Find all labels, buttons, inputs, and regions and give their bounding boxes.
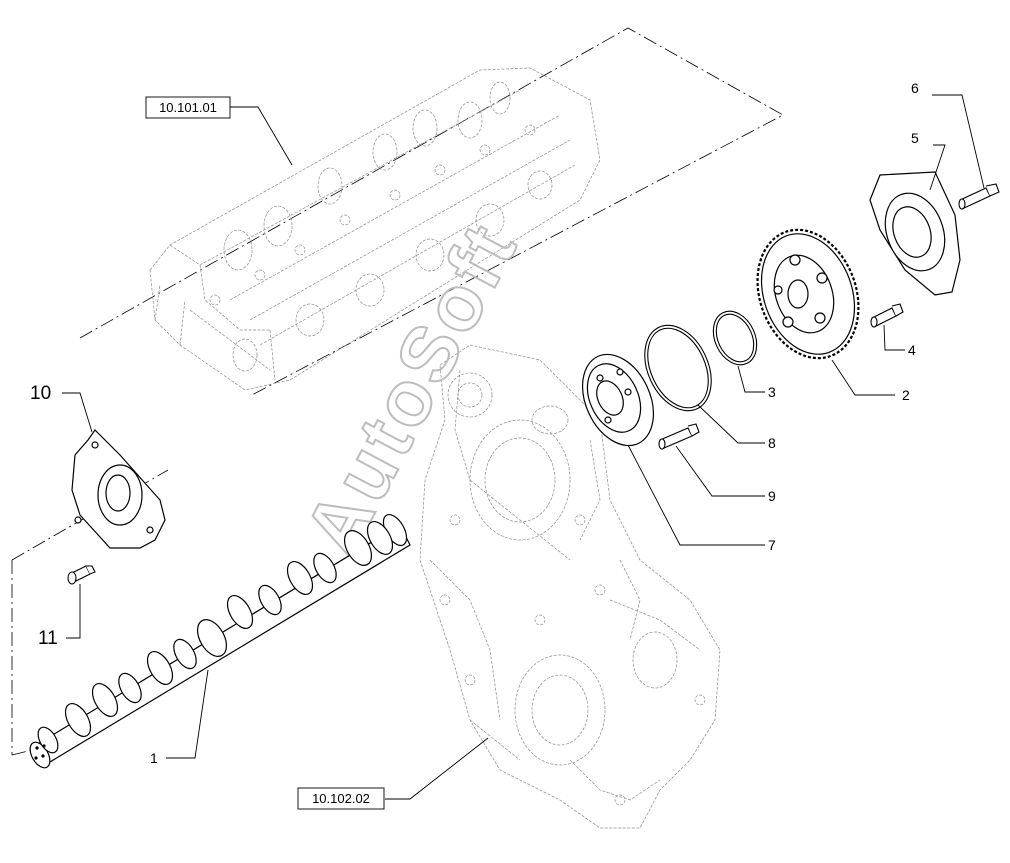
reference-box-cylinder-head[interactable]: 10.101.01 <box>145 96 231 119</box>
bolt-9 <box>658 423 700 450</box>
leader-9 <box>675 445 765 497</box>
leader-3 <box>737 365 765 393</box>
leader-11 <box>66 584 81 639</box>
oring-8 <box>644 324 712 412</box>
leader-ref-housing <box>385 737 489 800</box>
cover-plate-5 <box>869 171 961 296</box>
leader-10 <box>62 392 93 433</box>
camshaft-end-holes <box>34 744 46 760</box>
callout-6: 6 <box>911 80 919 96</box>
cylinder-head-bolts <box>209 124 536 306</box>
callout-7: 7 <box>768 537 776 553</box>
leader-ref-head <box>230 106 293 166</box>
camshaft-lobes <box>64 521 394 737</box>
reference-box-timing-cover[interactable]: 10.102.02 <box>297 787 385 810</box>
leader-6 <box>932 94 985 189</box>
leader-1 <box>166 669 209 759</box>
screw-11 <box>67 565 96 585</box>
cylinder-head-bracket-line <box>79 27 784 397</box>
callout-3: 3 <box>768 384 776 400</box>
leader-5 <box>929 144 946 191</box>
callout-1: 1 <box>150 750 158 766</box>
leader-lines <box>62 94 985 800</box>
reference-label: 10.101.01 <box>159 100 217 115</box>
leader-7 <box>627 444 765 546</box>
thrust-plate <box>71 429 166 549</box>
gear-2 <box>756 228 860 360</box>
callout-labels: 1 2 3 4 5 6 7 8 9 10 11 <box>30 80 919 766</box>
callout-8: 8 <box>768 435 776 451</box>
cylinder-head-ghost <box>149 67 601 391</box>
oring-3 <box>712 310 758 366</box>
watermark-text: AutoSoft <box>287 208 534 568</box>
reference-label: 10.102.02 <box>312 791 370 806</box>
callout-9: 9 <box>768 488 776 504</box>
callout-2: 2 <box>902 387 910 403</box>
bolt-4 <box>870 303 904 328</box>
callout-11: 11 <box>38 628 58 649</box>
leader-4 <box>883 324 905 351</box>
housing-bolt-holes <box>439 514 706 806</box>
leader-2 <box>831 359 895 396</box>
callout-10: 10 <box>30 383 51 404</box>
leader-8 <box>697 404 765 444</box>
watermark: AutoSoft <box>286 207 535 569</box>
cylinder-head-bores <box>223 81 553 372</box>
bolt-6 <box>958 183 1000 210</box>
callout-5: 5 <box>911 130 919 146</box>
flange-7 <box>582 353 654 447</box>
callout-4: 4 <box>908 342 916 358</box>
timing-housing-ghost <box>419 344 721 829</box>
camshaft <box>29 514 411 769</box>
